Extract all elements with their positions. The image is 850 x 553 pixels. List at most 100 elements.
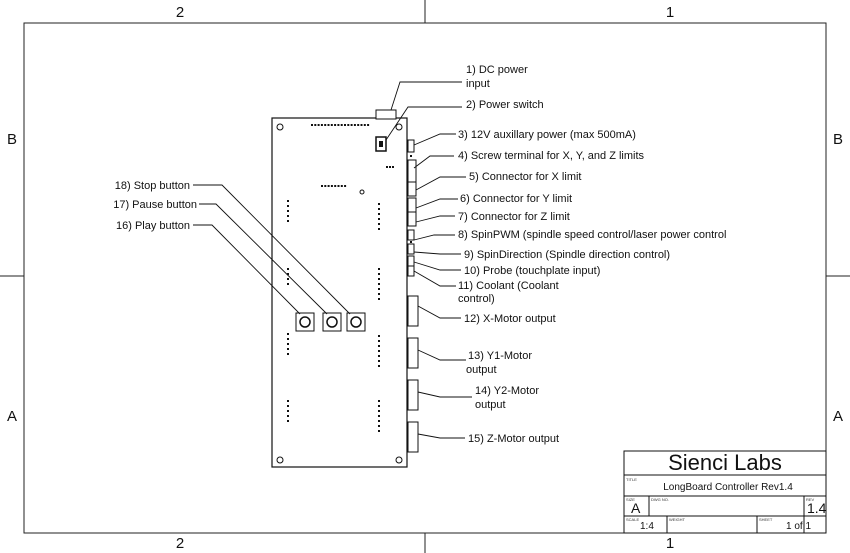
edge-connector	[407, 379, 419, 411]
small-header-pin	[389, 166, 391, 168]
pause-button	[322, 312, 342, 332]
column-pin	[287, 420, 289, 422]
column-pin	[378, 340, 380, 342]
title-caption: TITLE	[626, 477, 637, 482]
size-caption: SIZE	[626, 497, 635, 502]
column-pin	[378, 218, 380, 220]
column-pin	[378, 208, 380, 210]
callout-5: 5) Connector for X limit	[469, 171, 581, 183]
zone-label-left-lower: A	[7, 408, 17, 425]
callouts-left: 18) Stop button 17) Pause button 16) Pla…	[113, 180, 197, 232]
top-header-pin	[317, 124, 320, 126]
column-pin	[378, 283, 380, 285]
column-pin	[378, 203, 380, 205]
zone-label-right-upper: B	[833, 131, 843, 148]
callout-4: 4) Screw terminal for X, Y, and Z limits	[458, 150, 645, 162]
scale-value: 1:4	[640, 521, 654, 532]
board-outline	[271, 117, 408, 468]
edge-connector	[407, 295, 419, 327]
edge-connector	[407, 337, 419, 369]
callouts-right: 1) DC power input 2) Power switch 3) 12V…	[458, 64, 726, 445]
leader-4	[413, 155, 454, 169]
callout-7: 7) Connector for Z limit	[458, 211, 570, 223]
column-pin	[287, 210, 289, 212]
top-header-pin	[360, 124, 363, 126]
edge-connector	[407, 197, 417, 213]
edge-connector	[407, 255, 415, 267]
leader-17	[199, 203, 328, 315]
weight-caption: WEIGHT	[669, 517, 686, 522]
column-pin	[287, 200, 289, 202]
leader-12	[417, 305, 461, 319]
title-block-frame	[623, 450, 827, 534]
column-pin	[287, 215, 289, 217]
edge-connector	[407, 159, 417, 185]
column-pin	[378, 273, 380, 275]
column-pin	[287, 283, 289, 285]
callout-10: 10) Probe (touchplate input)	[464, 265, 600, 277]
column-pin	[287, 353, 289, 355]
top-header-pin	[344, 124, 346, 126]
callout-14-cont: output	[475, 399, 506, 411]
mounting-hole-icon	[276, 123, 284, 131]
mid-header-pin	[327, 185, 330, 187]
column-pin	[287, 338, 289, 340]
top-header-pin	[334, 124, 337, 126]
company-name: Sienci Labs	[668, 450, 782, 475]
edge-connector	[407, 139, 415, 153]
column-pin	[287, 348, 289, 350]
column-pin	[378, 420, 380, 422]
leader-18	[193, 184, 351, 315]
top-header-pin	[347, 124, 350, 126]
column-pin	[378, 345, 380, 347]
callout-17: 17) Pause button	[113, 199, 197, 211]
callout-1: 1) DC power	[466, 64, 528, 76]
edge-connectors	[407, 139, 419, 453]
mid-header-pin	[340, 185, 343, 187]
mid-header-pin	[337, 185, 340, 187]
edge-connector	[407, 265, 415, 277]
column-pin	[378, 298, 380, 300]
column-pin	[287, 205, 289, 207]
mounting-hole-icon	[359, 189, 365, 195]
rev-caption: REV	[806, 497, 815, 502]
leader-7	[415, 215, 455, 223]
callout-11-cont: control)	[458, 293, 495, 305]
top-header-pin	[330, 124, 333, 126]
zone-label-top-left: 2	[176, 4, 184, 21]
top-header-pin	[357, 124, 360, 126]
leader-10	[413, 261, 461, 271]
column-pin	[287, 268, 289, 270]
top-header-pin	[324, 124, 327, 126]
leader-2	[385, 106, 462, 141]
top-header-pin	[327, 124, 330, 126]
callout-13: 13) Y1-Motor	[468, 350, 532, 362]
column-pin	[378, 400, 380, 402]
top-header-pin	[340, 124, 343, 126]
top-header-pin	[337, 124, 340, 126]
top-header-pin	[311, 124, 313, 126]
column-pin	[378, 278, 380, 280]
edge-connector	[407, 211, 417, 227]
edge-connector	[407, 181, 417, 197]
leader-15	[417, 433, 465, 439]
column-pin	[378, 223, 380, 225]
top-header-pin	[314, 124, 317, 126]
leader-14	[417, 391, 472, 398]
power-switch-lever	[379, 141, 383, 147]
callout-3: 3) 12V auxillary power (max 500mA)	[458, 129, 636, 141]
callout-1-cont: input	[466, 78, 490, 90]
small-header-pin	[386, 166, 388, 168]
leader-16	[193, 224, 301, 315]
leader-8	[413, 234, 455, 241]
mid-header-pin	[330, 185, 333, 187]
column-pin	[378, 293, 380, 295]
column-pin	[410, 155, 412, 157]
mounting-hole-icon	[395, 456, 403, 464]
callout-18: 18) Stop button	[115, 180, 190, 192]
column-pin	[378, 268, 380, 270]
zone-label-top-right: 1	[666, 4, 674, 21]
dwg-no-caption: DWG NO.	[651, 497, 669, 502]
edge-connector	[407, 229, 415, 241]
